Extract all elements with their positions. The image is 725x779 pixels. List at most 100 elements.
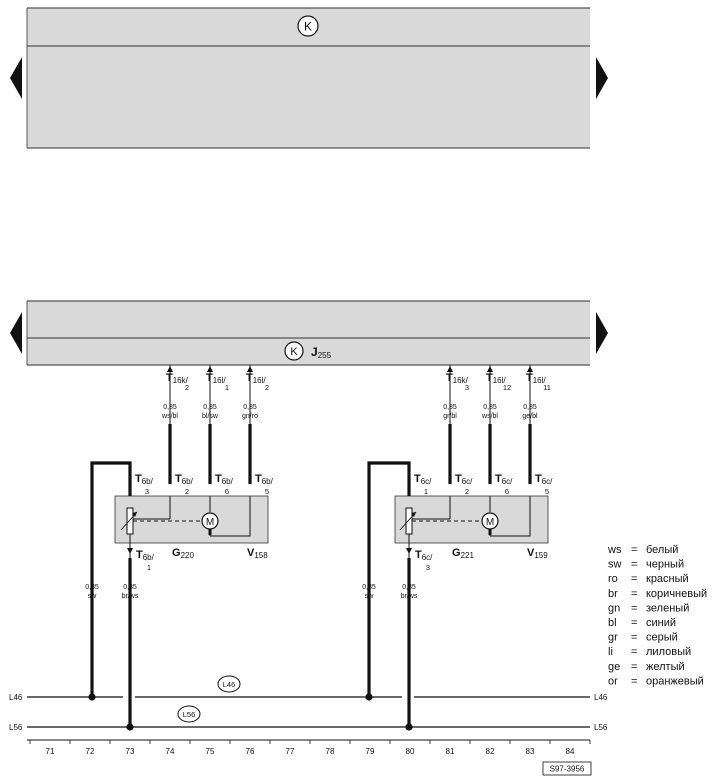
ruler-number: 81	[446, 747, 455, 756]
legend-code: sw	[608, 559, 622, 571]
pin-number-bottom: 1	[147, 563, 151, 572]
control-unit-label: J255	[311, 345, 332, 360]
connector-label: T16l/	[206, 372, 226, 385]
connector-arrow-icon	[247, 366, 253, 372]
wire-size-label: 0,35	[523, 404, 537, 411]
sensor-label: G220	[172, 547, 194, 560]
connector-pin-number: 2	[185, 383, 189, 392]
legend-code: ws	[607, 544, 622, 556]
connector-arrow-icon	[167, 366, 173, 372]
legend-code: ge	[608, 661, 620, 673]
main-control-unit: K J255	[26, 300, 590, 366]
wiper-arrow-icon	[132, 512, 137, 517]
pin-label: T6b/	[175, 473, 194, 486]
bus-tag-l56	[177, 705, 201, 723]
legend-code: li	[608, 646, 613, 658]
wire-size-label: 0,35	[123, 584, 137, 591]
wire-size-label: 0,35	[163, 404, 177, 411]
legend-row: gr=серый	[608, 632, 678, 644]
legend-color-name: желтый	[646, 661, 685, 673]
sensor-label: G221	[452, 547, 474, 560]
page-prev-arrow-icon[interactable]	[10, 57, 22, 99]
wire-size-label: 0,35	[243, 404, 257, 411]
ruler-number: 82	[486, 747, 495, 756]
connector-pin-number: 2	[265, 383, 269, 392]
motor-return-wire	[210, 496, 251, 537]
connector-label: T16k/	[166, 372, 189, 385]
connector-pin-number: 11	[543, 383, 551, 392]
potentiometer-icon	[405, 507, 413, 535]
pin-number: 1	[424, 487, 428, 496]
legend-row: li=лиловый	[608, 646, 691, 658]
supply-loop-wire	[90, 461, 132, 697]
legend-color-name: коричневый	[646, 588, 707, 600]
legend-code: gr	[608, 632, 618, 644]
pin-number: 5	[545, 487, 549, 496]
supply-loop-wire	[367, 461, 411, 697]
ruler-number: 73	[126, 747, 135, 756]
legend-color-name: синий	[646, 617, 676, 629]
legend-equals: =	[631, 588, 637, 600]
legend-color-name: лиловый	[646, 646, 691, 658]
legend-equals: =	[631, 632, 637, 644]
wire-color-label: ge/bl	[522, 413, 538, 420]
pin-label: T6c/	[495, 473, 513, 486]
pin-number: 5	[265, 487, 269, 496]
wiper-arrow-icon	[411, 512, 416, 517]
wire-size-label: 0,35	[362, 584, 376, 591]
legend-row: bl=синий	[608, 617, 676, 629]
page-prev-arrow-icon-2[interactable]	[10, 312, 22, 354]
page-next-arrow-icon[interactable]	[596, 57, 608, 99]
wire-color-label: br/ws	[401, 593, 418, 600]
connector-arrow-icon	[527, 366, 533, 372]
ruler-number: 72	[86, 747, 95, 756]
connector-label: T16k/	[446, 372, 469, 385]
k-symbol-main-letter: K	[290, 346, 298, 358]
legend-equals: =	[631, 544, 637, 556]
top-control-panel: K	[26, 7, 590, 149]
wire-size-label: 0,35	[483, 404, 497, 411]
legend-row: gn=зеленый	[608, 602, 689, 614]
wire-color-label: bl/sw	[202, 413, 219, 420]
connector-wires: T16k/20,35ws/blT16l/10,35bl/swT16l/20,35…	[161, 365, 551, 484]
connector-arrow-icon	[207, 366, 213, 372]
figure-code: S97-3956	[550, 765, 585, 774]
motor-terminal	[208, 529, 212, 535]
legend-code: gn	[608, 602, 620, 614]
connector-label: T16l/	[526, 372, 546, 385]
page-next-arrow-icon-2[interactable]	[596, 312, 608, 354]
connector-arrow-icon	[447, 366, 453, 372]
pin-number: 2	[465, 487, 469, 496]
pin-label: T6b/	[135, 473, 154, 486]
bus-tag-l46	[217, 675, 241, 693]
k-symbol-top-letter: K	[304, 20, 312, 34]
legend-equals: =	[631, 573, 637, 585]
pin-number: 2	[185, 487, 189, 496]
legend-color-name: оранжевый	[646, 675, 704, 687]
ruler-number: 78	[326, 747, 335, 756]
ruler-number: 80	[406, 747, 415, 756]
output-arrow-icon	[406, 548, 412, 554]
motor-return-wire	[490, 496, 531, 537]
legend-equals: =	[631, 661, 637, 673]
pin-label-bottom: T6b/	[136, 549, 155, 562]
legend-row: ge = желтый	[608, 661, 685, 673]
legend-color-name: белый	[646, 544, 678, 556]
k-symbol-main	[284, 341, 304, 361]
wire-size-label: 0,35	[402, 584, 416, 591]
connector-pin-number: 3	[465, 383, 469, 392]
bus-lines: L46 L46 L56 L56 L46 L56	[9, 675, 608, 732]
legend-row: br=коричневый	[608, 588, 707, 600]
bus-label-l56-right: L56	[594, 723, 608, 732]
pin-label: T6c/	[414, 473, 432, 486]
legend-row: or=оранжевый	[608, 675, 704, 687]
